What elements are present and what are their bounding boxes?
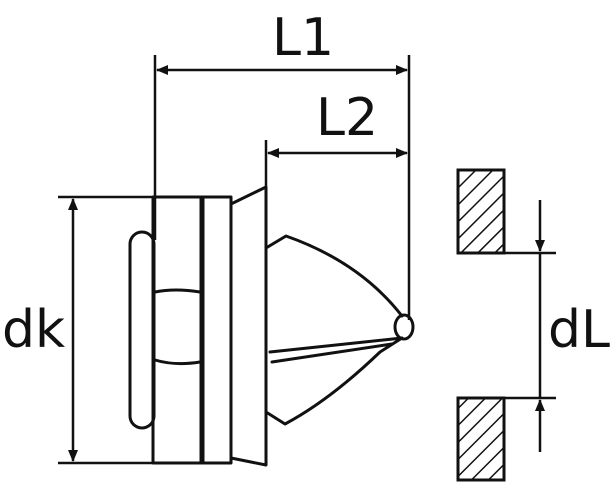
barb-inner-line: [270, 342, 394, 364]
clip-cone: [229, 185, 268, 467]
upper-barb: [264, 234, 404, 318]
waist-curve: [153, 288, 202, 294]
label-L2: L2: [316, 88, 379, 148]
clip-tip: [393, 313, 415, 341]
label-dk: dk: [2, 300, 66, 360]
clip-collar: [199, 195, 233, 465]
head-slot: [128, 230, 156, 430]
clip-head: [151, 195, 205, 465]
waist-curve: [153, 358, 202, 366]
label-dL: dL: [548, 300, 610, 360]
panel-section-top: [456, 168, 506, 255]
panel-section-bottom: [456, 396, 506, 482]
lower-barb: [264, 336, 404, 426]
label-L1: L1: [272, 8, 335, 68]
